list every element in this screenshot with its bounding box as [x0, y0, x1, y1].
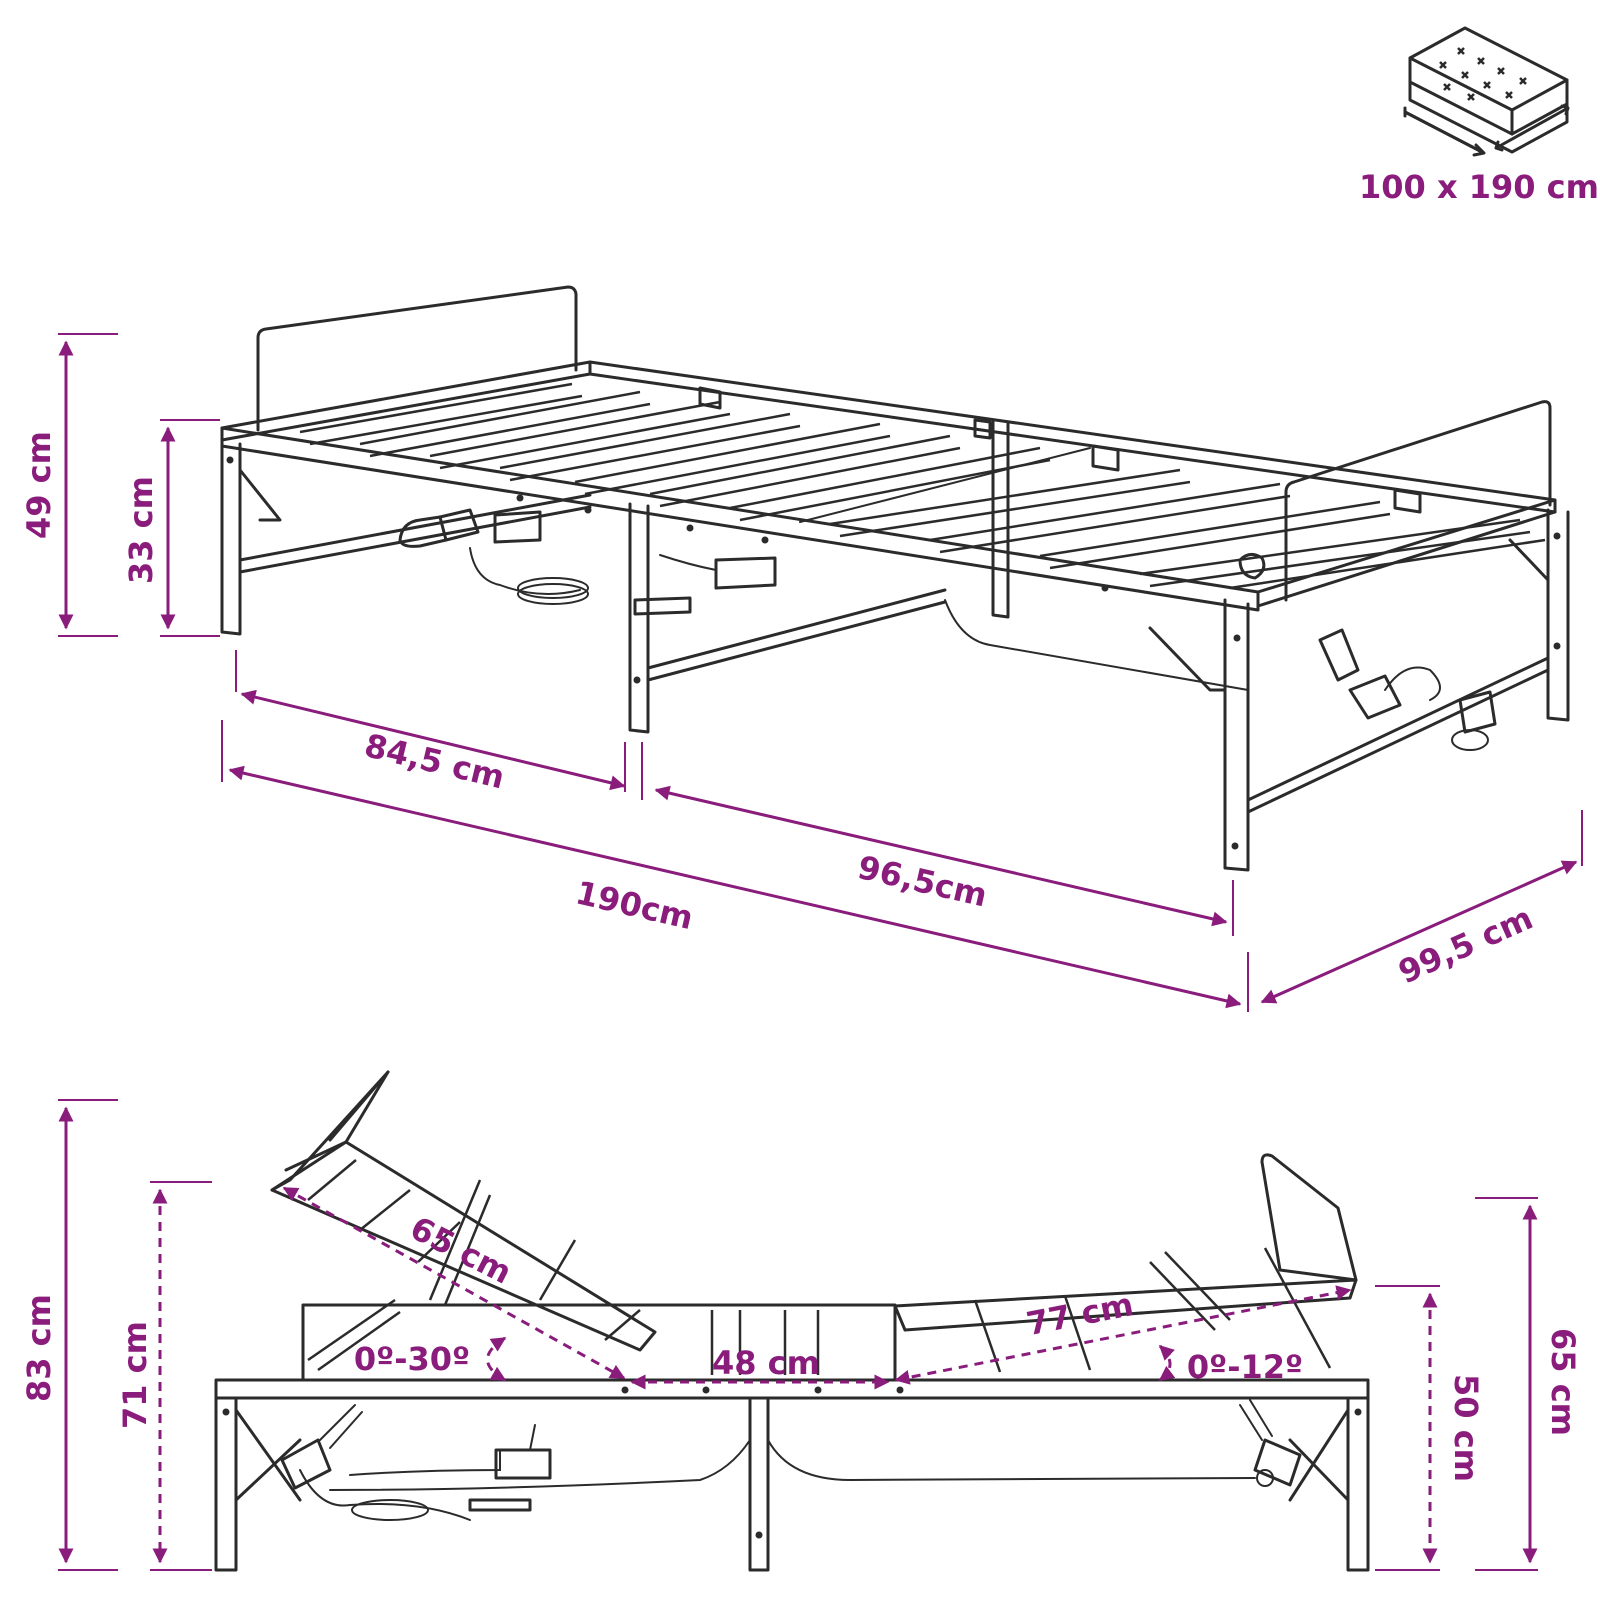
label-head-segment: 84,5 cm: [361, 726, 508, 796]
mattress-size-label: 100 x 190 cm: [1359, 168, 1599, 206]
label-headboard-height: 49 cm: [20, 431, 58, 539]
top-dimension-lines: [58, 333, 1583, 1012]
label-back-length: 65 cm: [404, 1209, 517, 1292]
motor-assembly: [398, 508, 1497, 751]
label-height-foot: 50 cm: [1447, 1374, 1485, 1482]
label-back-angle: 0º-30º: [354, 1340, 470, 1378]
label-total-height-head: 83 cm: [20, 1294, 58, 1402]
label-middle-length: 48 cm: [712, 1344, 820, 1382]
bed-perspective-drawing: [220, 285, 1570, 872]
label-frame-height: 33 cm: [122, 476, 160, 584]
label-leg-angle: 0º-12º: [1187, 1348, 1303, 1386]
side-dimension-lines: [58, 1099, 1538, 1571]
label-total-height-foot: 65 cm: [1544, 1328, 1582, 1436]
label-height-head: 71 cm: [116, 1321, 154, 1429]
mattress-icon: [1403, 26, 1570, 157]
label-foot-segment: 96,5cm: [854, 848, 990, 915]
label-total-length: 190cm: [572, 873, 697, 937]
bed-slats: [299, 382, 1546, 590]
